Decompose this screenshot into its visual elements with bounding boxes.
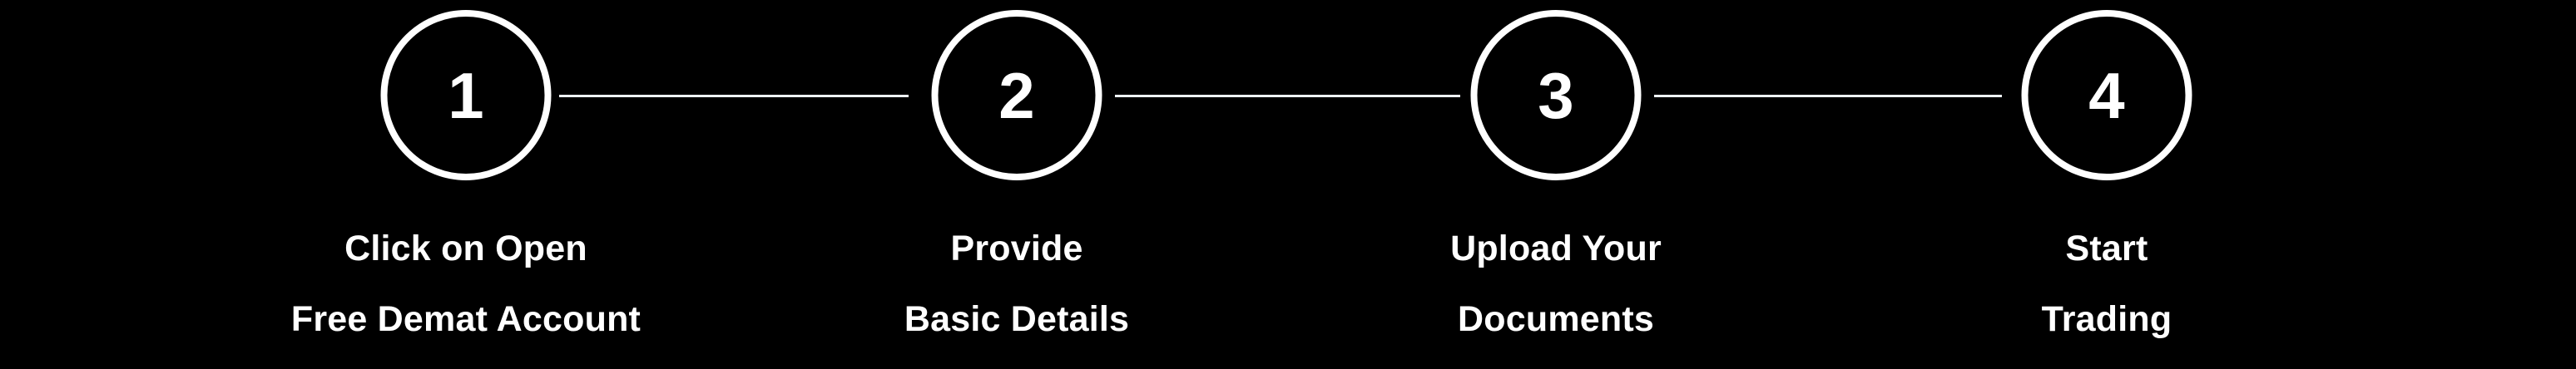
- step-1-label-line1: Click on Open: [344, 229, 587, 268]
- step-3-label-line1: Upload Your: [1450, 229, 1662, 268]
- step-4-number: 4: [2088, 58, 2125, 132]
- step-4-label: Start Trading: [1874, 231, 2340, 337]
- step-2-label-line2: Basic Details: [904, 299, 1130, 339]
- step-4-label-line2: Trading: [2041, 299, 2172, 339]
- step-1-label-line2: Free Demat Account: [290, 299, 642, 339]
- step-3-label: Upload Your Documents: [1323, 231, 1789, 337]
- step-4-label-line1: Start: [2065, 229, 2148, 268]
- step-2-label: Provide Basic Details: [784, 231, 1250, 337]
- step-1-circle[interactable]: 1: [380, 10, 552, 180]
- step-connector-3-4: [1654, 95, 2002, 97]
- step-2-number: 2: [998, 58, 1035, 132]
- step-1-number: 1: [448, 58, 484, 132]
- step-3-circle[interactable]: 3: [1470, 10, 1642, 180]
- step-connector-2-3: [1115, 95, 1460, 97]
- step-1-label: Click on Open Free Demat Account: [233, 231, 699, 337]
- step-connector-1-2: [559, 95, 909, 97]
- step-2-circle[interactable]: 2: [931, 10, 1102, 180]
- step-4-circle[interactable]: 4: [2021, 10, 2192, 180]
- step-3-label-line2: Documents: [1458, 299, 1654, 339]
- step-3-number: 3: [1538, 58, 1574, 132]
- step-2-label-line1: Provide: [950, 229, 1083, 268]
